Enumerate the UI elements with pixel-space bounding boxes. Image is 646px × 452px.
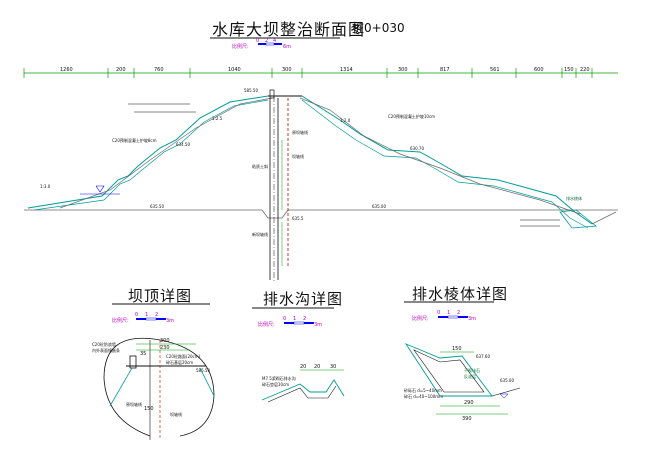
dim-4: 300 bbox=[282, 67, 292, 73]
dim-3: 1040 bbox=[228, 67, 241, 73]
dam-axis-label: 原坝轴线 bbox=[292, 129, 308, 135]
ditch-detail: 比例尺: 0 1 2 3m 20 20 30 M7.5浆砌石排水沟 碎石垫层10… bbox=[252, 307, 345, 403]
ditch-dim-2: 30 bbox=[330, 364, 336, 370]
crest-detail: 比例尺: 0 1 2 3m 300 230 35 C20砼防浪墙 内外表面镶嵌条… bbox=[92, 303, 215, 440]
ditch-dim-0: 20 bbox=[300, 364, 306, 370]
drain-elev-mid: 635.00 bbox=[500, 378, 514, 383]
dim-9: 600 bbox=[534, 67, 544, 73]
dim-6: 300 bbox=[398, 67, 408, 73]
core-line-label: 坝轴线 bbox=[292, 153, 304, 159]
drain-body-label: 排水棱体 bbox=[566, 195, 582, 201]
main-scale-tick-0: 0 bbox=[256, 38, 259, 44]
dim-2: 760 bbox=[154, 67, 164, 73]
crest-dim-0: 300 bbox=[160, 338, 170, 344]
ditch-tick-2: 2 bbox=[303, 316, 306, 322]
drain-tick-1: 1 bbox=[447, 310, 450, 316]
crest-tick-2: 2 bbox=[155, 312, 158, 318]
crest-note-3: C20砼路面(20cm) bbox=[166, 353, 201, 359]
top-dimension-line bbox=[23, 68, 618, 78]
dim-10: 150 bbox=[564, 67, 574, 73]
crest-dim-2: 35 bbox=[140, 351, 146, 357]
ditch-tick-3: 3m bbox=[314, 322, 322, 328]
crest-elevation: 585.50 bbox=[244, 88, 258, 93]
main-station: 桩0+030 bbox=[352, 21, 405, 35]
clay-core-label: 粘质土斜 bbox=[252, 163, 268, 169]
drain-note-4: 碎石 d=40~100mm bbox=[404, 393, 443, 399]
crest-scale-label: 比例尺: bbox=[112, 317, 129, 324]
ditch-note-2: 碎石垫层10cm bbox=[262, 381, 289, 387]
crest-tick-1: 1 bbox=[145, 312, 148, 318]
base-elev-mid: 635.5 bbox=[292, 216, 304, 221]
main-scale-tick-3: 6m bbox=[283, 44, 291, 50]
c20-left-note: C20预制混凝土护坡8cm bbox=[112, 137, 157, 143]
ditch-tick-0: 0 bbox=[283, 316, 286, 322]
slope-ratio-2: 1:2.5 bbox=[212, 116, 223, 121]
drain-tick-0: 0 bbox=[437, 310, 440, 316]
ditch-scale-label: 比例尺: bbox=[258, 321, 275, 328]
crest-note-4: 碎石基层20cm bbox=[166, 359, 193, 365]
top-dimension-values: 1260 200 760 1040 300 1314 300 817 561 6… bbox=[60, 67, 590, 73]
main-scale: 比例尺: 0 2 4 6m bbox=[210, 37, 340, 50]
dim-1: 200 bbox=[116, 67, 126, 73]
base-elev-right: 635.00 bbox=[372, 204, 386, 209]
drain-detail-title: 排水棱体详图 bbox=[412, 285, 509, 303]
crest-tick-3: 3m bbox=[166, 318, 174, 324]
ditch-tick-1: 1 bbox=[293, 316, 296, 322]
crest-new-axis: 坝轴线 bbox=[170, 411, 182, 417]
drain-dim-0: 150 bbox=[452, 346, 462, 352]
c20-right-note: C20预制混凝土护坡10cm bbox=[388, 113, 435, 119]
ditch-dim-1: 20 bbox=[314, 364, 320, 370]
dim-8: 561 bbox=[490, 67, 500, 73]
dim-7: 817 bbox=[440, 67, 450, 73]
main-scale-label: 比例尺: bbox=[232, 43, 249, 50]
crest-axis: 原坝轴线 bbox=[126, 401, 142, 407]
drain-tick-3: 3m bbox=[468, 316, 476, 322]
drain-note-2: 反滤层 bbox=[464, 373, 476, 379]
drain-note-3: 砂砾石 d=5~40mm bbox=[404, 387, 442, 393]
drain-dim-2: 390 bbox=[462, 416, 472, 422]
main-section bbox=[24, 89, 618, 282]
drain-dim-1: 290 bbox=[464, 400, 474, 406]
drain-scale-label: 比例尺: bbox=[412, 315, 429, 322]
crest-dim-1: 230 bbox=[160, 345, 170, 351]
main-scale-tick-2: 4 bbox=[273, 38, 276, 44]
crest-note-1: C20砼防浪墙 bbox=[92, 341, 116, 347]
drain-tick-2: 2 bbox=[457, 310, 460, 316]
crest-width: 150 bbox=[144, 406, 154, 412]
dim-5: 1314 bbox=[340, 67, 353, 73]
dim-11: 220 bbox=[580, 67, 590, 73]
main-section-labels: 585.50 原坝轴线 粘质土斜 新坝轴线 坝轴线 635.50 635.5 6… bbox=[40, 88, 582, 237]
drain-detail: 比例尺: 0 1 2 3m 150 290 390 637.60 635.00 … bbox=[404, 301, 521, 422]
ditch-note-1: M7.5浆砌石排水沟 bbox=[262, 375, 296, 381]
crest-note-2: 内外表面镶嵌条 bbox=[92, 347, 120, 353]
main-scale-tick-1: 2 bbox=[265, 38, 268, 44]
berm-right-elev: 630.70 bbox=[410, 146, 424, 151]
new-axis-label: 新坝轴线 bbox=[252, 231, 268, 237]
crest-elev: 585.50 bbox=[196, 368, 210, 373]
slope-ratio-1: 1:3.0 bbox=[40, 184, 51, 189]
crest-tick-0: 0 bbox=[135, 312, 138, 318]
drain-elev-top: 637.60 bbox=[476, 354, 490, 359]
crest-detail-title: 坝顶详图 bbox=[128, 287, 193, 305]
main-title: 水库大坝整治断面图 bbox=[212, 20, 366, 39]
base-elev-left: 635.50 bbox=[150, 204, 164, 209]
ditch-detail-title: 排水沟详图 bbox=[263, 290, 344, 308]
drain-note-1: 干砌块石 bbox=[464, 367, 480, 373]
berm-left-elev: 634.50 bbox=[176, 142, 190, 147]
dim-0: 1260 bbox=[60, 67, 73, 73]
slope-ratio-3: 1:2.0 bbox=[340, 118, 351, 123]
